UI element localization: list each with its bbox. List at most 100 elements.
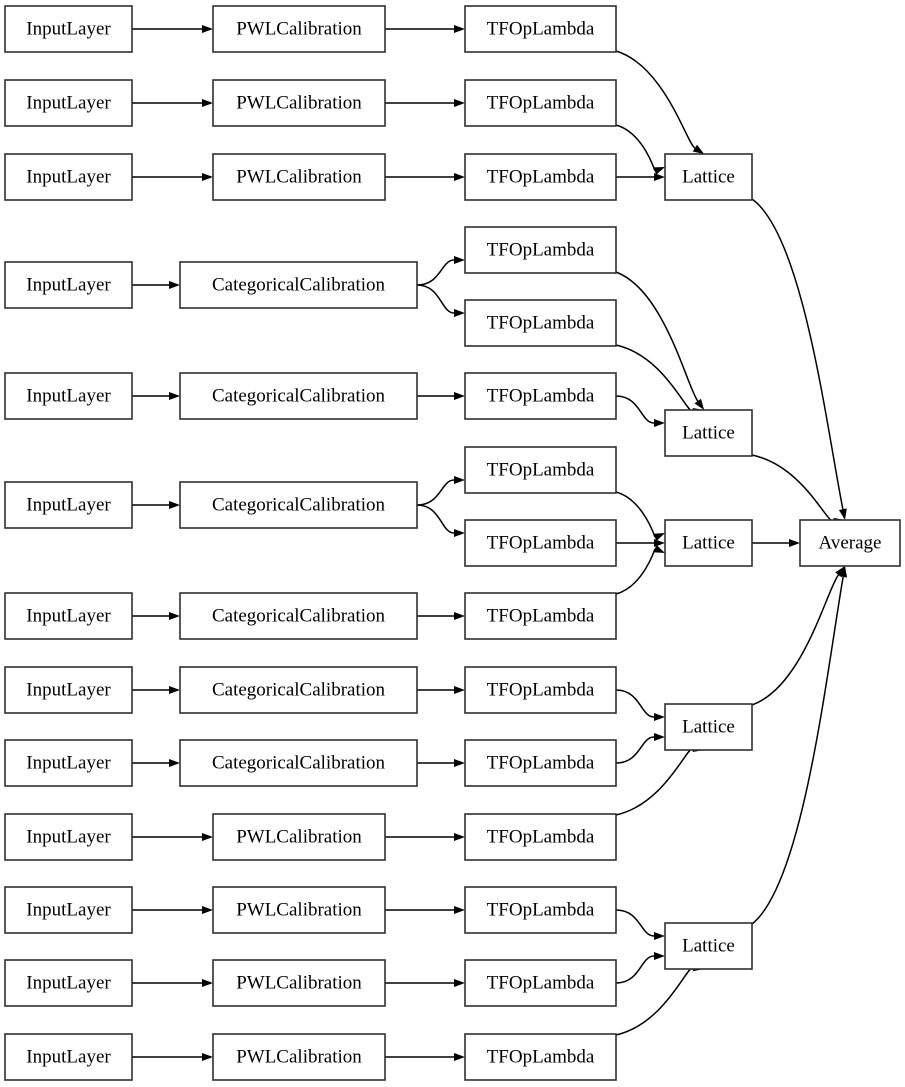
node-box[interactable] [4, 1033, 133, 1081]
node-box[interactable] [212, 1033, 386, 1081]
node-box[interactable] [464, 886, 617, 934]
node-box[interactable] [179, 372, 418, 420]
node-tfop-lambda-op15[interactable]: TFOpLambda [464, 1033, 617, 1081]
node-box[interactable] [212, 5, 386, 53]
node-tfop-lambda-op12[interactable]: TFOpLambda [464, 813, 617, 861]
node-box[interactable] [179, 592, 418, 640]
node-categorical-calibration-cal4[interactable]: CategoricalCalibration [179, 261, 418, 309]
node-box[interactable] [799, 519, 901, 567]
node-box[interactable] [4, 959, 133, 1007]
node-input-layer-in1[interactable]: InputLayer [4, 5, 133, 53]
node-box[interactable] [664, 153, 753, 201]
node-input-layer-in12[interactable]: InputLayer [4, 959, 133, 1007]
node-pwlcalibration-cal10[interactable]: PWLCalibration [212, 813, 386, 861]
node-input-layer-in11[interactable]: InputLayer [4, 886, 133, 934]
node-tfop-lambda-op14[interactable]: TFOpLambda [464, 959, 617, 1007]
node-pwlcalibration-cal11[interactable]: PWLCalibration [212, 886, 386, 934]
node-input-layer-in10[interactable]: InputLayer [4, 813, 133, 861]
node-input-layer-in8[interactable]: InputLayer [4, 666, 133, 714]
node-input-layer-in6[interactable]: InputLayer [4, 481, 133, 529]
node-box[interactable] [464, 519, 617, 567]
node-box[interactable] [4, 666, 133, 714]
node-input-layer-in3[interactable]: InputLayer [4, 153, 133, 201]
node-box[interactable] [212, 79, 386, 127]
node-tfop-lambda-op1[interactable]: TFOpLambda [464, 5, 617, 53]
node-box[interactable] [4, 813, 133, 861]
node-box[interactable] [179, 666, 418, 714]
node-input-layer-in2[interactable]: InputLayer [4, 79, 133, 127]
node-input-layer-in7[interactable]: InputLayer [4, 592, 133, 640]
node-box[interactable] [464, 299, 617, 347]
node-lattice-lat5[interactable]: Lattice [664, 922, 753, 970]
node-box[interactable] [464, 1033, 617, 1081]
edge-arrowhead [169, 686, 180, 694]
node-box[interactable] [212, 886, 386, 934]
node-box[interactable] [464, 592, 617, 640]
node-box[interactable] [4, 372, 133, 420]
node-label: TFOpLambda [487, 972, 595, 993]
node-box[interactable] [464, 739, 617, 787]
node-box[interactable] [179, 261, 418, 309]
node-input-layer-in13[interactable]: InputLayer [4, 1033, 133, 1081]
node-categorical-calibration-cal9[interactable]: CategoricalCalibration [179, 739, 418, 787]
node-tfop-lambda-op9[interactable]: TFOpLambda [464, 592, 617, 640]
node-box[interactable] [212, 813, 386, 861]
node-box[interactable] [464, 79, 617, 127]
node-input-layer-in9[interactable]: InputLayer [4, 739, 133, 787]
edge-arrowhead [653, 544, 665, 553]
node-box[interactable] [664, 409, 753, 457]
node-box[interactable] [464, 226, 617, 274]
node-tfop-lambda-op6[interactable]: TFOpLambda [464, 372, 617, 420]
node-box[interactable] [179, 739, 418, 787]
node-lattice-lat3[interactable]: Lattice [664, 519, 753, 567]
node-tfop-lambda-op13[interactable]: TFOpLambda [464, 886, 617, 934]
node-categorical-calibration-cal7[interactable]: CategoricalCalibration [179, 592, 418, 640]
node-box[interactable] [664, 519, 753, 567]
node-categorical-calibration-cal6[interactable]: CategoricalCalibration [179, 481, 418, 529]
node-box[interactable] [212, 153, 386, 201]
node-box[interactable] [464, 959, 617, 1007]
node-box[interactable] [664, 922, 753, 970]
node-tfop-lambda-op3[interactable]: TFOpLambda [464, 153, 617, 201]
node-tfop-lambda-op8[interactable]: TFOpLambda [464, 519, 617, 567]
node-pwlcalibration-cal2[interactable]: PWLCalibration [212, 79, 386, 127]
node-lattice-lat1[interactable]: Lattice [664, 153, 753, 201]
node-box[interactable] [464, 372, 617, 420]
node-pwlcalibration-cal13[interactable]: PWLCalibration [212, 1033, 386, 1081]
edge-arrowhead [789, 539, 800, 547]
node-box[interactable] [4, 481, 133, 529]
node-box[interactable] [212, 959, 386, 1007]
node-pwlcalibration-cal12[interactable]: PWLCalibration [212, 959, 386, 1007]
node-tfop-lambda-op2[interactable]: TFOpLambda [464, 79, 617, 127]
node-box[interactable] [4, 261, 133, 309]
node-lattice-lat2[interactable]: Lattice [664, 409, 753, 457]
node-tfop-lambda-op4[interactable]: TFOpLambda [464, 226, 617, 274]
node-tfop-lambda-op10[interactable]: TFOpLambda [464, 666, 617, 714]
node-average-avg[interactable]: Average [799, 519, 901, 567]
node-input-layer-in5[interactable]: InputLayer [4, 372, 133, 420]
node-box[interactable] [464, 813, 617, 861]
node-box[interactable] [664, 703, 753, 751]
node-box[interactable] [4, 79, 133, 127]
node-box[interactable] [4, 886, 133, 934]
node-box[interactable] [4, 5, 133, 53]
node-tfop-lambda-op5[interactable]: TFOpLambda [464, 299, 617, 347]
node-box[interactable] [464, 666, 617, 714]
node-categorical-calibration-cal5[interactable]: CategoricalCalibration [179, 372, 418, 420]
node-pwlcalibration-cal3[interactable]: PWLCalibration [212, 153, 386, 201]
node-tfop-lambda-op7[interactable]: TFOpLambda [464, 446, 617, 494]
node-box[interactable] [464, 5, 617, 53]
node-box[interactable] [4, 592, 133, 640]
node-pwlcalibration-cal1[interactable]: PWLCalibration [212, 5, 386, 53]
node-lattice-lat4[interactable]: Lattice [664, 703, 753, 751]
node-box[interactable] [4, 739, 133, 787]
node-box[interactable] [464, 446, 617, 494]
node-box[interactable] [179, 481, 418, 529]
node-categorical-calibration-cal8[interactable]: CategoricalCalibration [179, 666, 418, 714]
node-box[interactable] [464, 153, 617, 201]
edge-arrowhead [454, 759, 465, 767]
node-input-layer-in4[interactable]: InputLayer [4, 261, 133, 309]
node-tfop-lambda-op11[interactable]: TFOpLambda [464, 739, 617, 787]
node-box[interactable] [4, 153, 133, 201]
